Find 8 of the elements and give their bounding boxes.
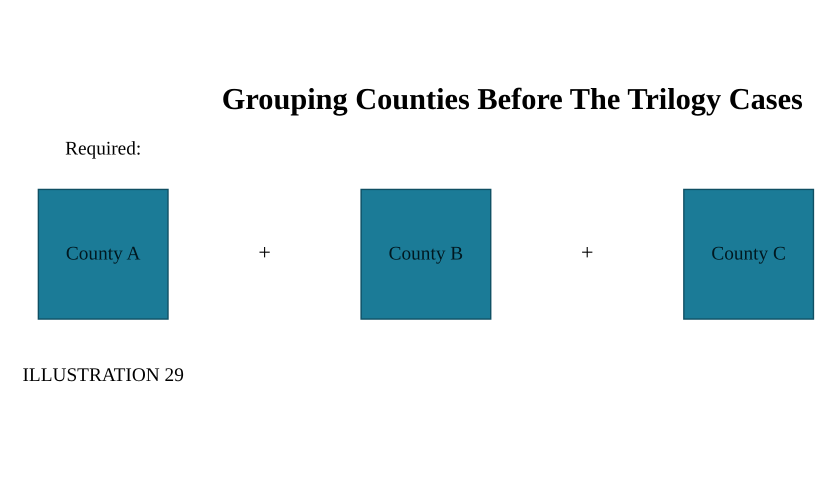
label: + xyxy=(581,240,594,265)
node-box: County C xyxy=(683,188,814,320)
label: ILLUSTRATION 29 xyxy=(22,364,184,386)
label: Required: xyxy=(65,138,142,160)
node-box: County B xyxy=(360,188,492,320)
diagram-title: Grouping Counties Before The Trilogy Cases xyxy=(222,82,803,116)
node-box: County A xyxy=(38,188,169,320)
label: + xyxy=(258,240,271,265)
